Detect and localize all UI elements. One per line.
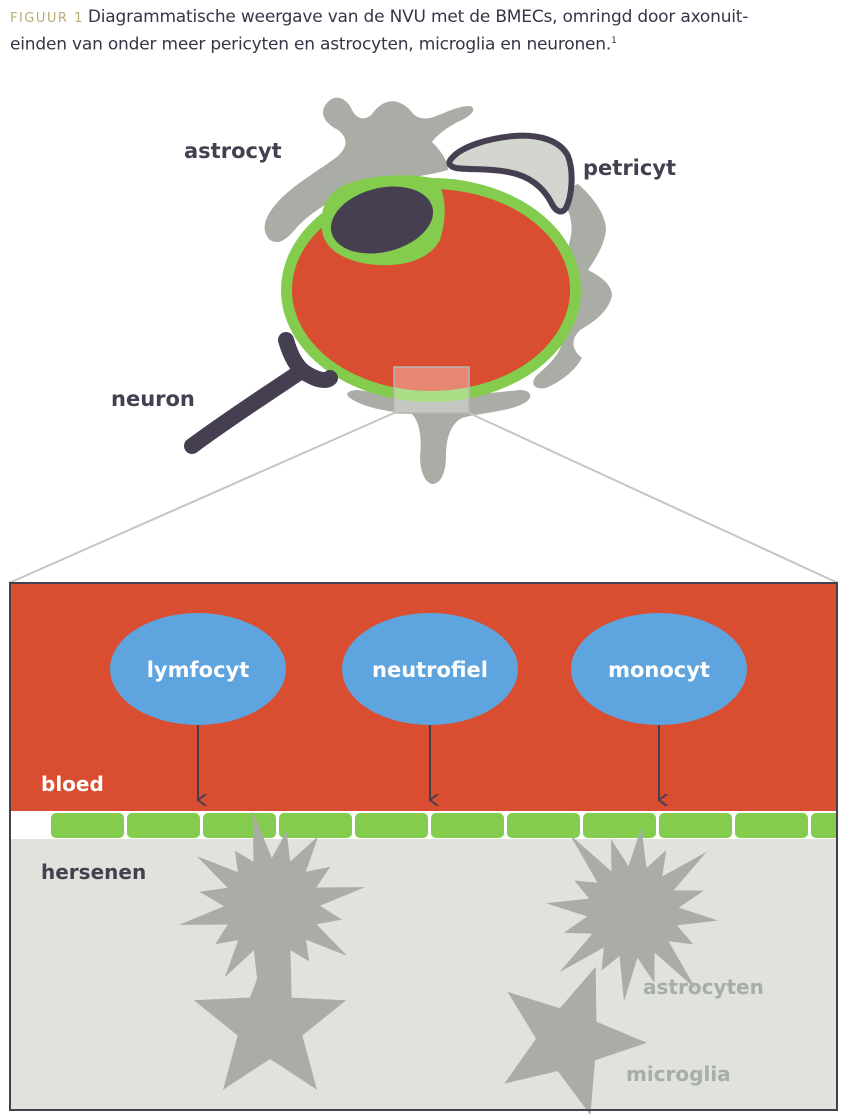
endothelial-cell <box>431 813 504 838</box>
label-astrocyten: astrocyten <box>643 975 764 999</box>
detail-panel: lymfocyt neutrofiel monocyt bloed hersen… <box>9 582 838 1115</box>
neuron-axon <box>184 332 338 454</box>
endothelial-cell <box>735 813 808 838</box>
caption-line-1: Diagrammatische weergave van de NVU met … <box>87 7 749 27</box>
nvu-schematic <box>184 97 612 484</box>
endothelial-nucleus <box>330 186 434 254</box>
endothelial-cell <box>507 813 580 838</box>
detail-panel-border <box>9 582 838 1111</box>
zoom-highlight-box <box>393 366 470 414</box>
brain-compartment <box>10 838 837 1110</box>
pericyte <box>446 132 575 215</box>
endothelial-cell <box>279 813 352 838</box>
cell-monocyt: monocyt <box>571 613 747 800</box>
endothelial-cell <box>51 813 124 838</box>
endothelial-cell <box>203 813 276 838</box>
caption-footnote: 1 <box>611 36 617 46</box>
label-neuron: neuron <box>111 387 195 411</box>
label-astrocyt: astrocyt <box>184 139 282 163</box>
label-petricyt: petricyt <box>583 156 676 180</box>
astrocyte-process-right <box>533 184 612 389</box>
astrocyte-process-bottom <box>347 390 531 484</box>
zoom-line-left <box>8 412 395 584</box>
microglia-star-left <box>193 945 347 1090</box>
neutrofiel-label: neutrofiel <box>372 658 488 682</box>
zoom-line-right <box>468 412 839 584</box>
microglia-star-right <box>504 966 647 1115</box>
endothelial-cell <box>583 813 656 838</box>
endothelial-cell <box>811 813 836 838</box>
cell-lymfocyt: lymfocyt <box>110 613 286 800</box>
monocyt-cell-shape <box>571 613 747 725</box>
cell-neutrofiel: neutrofiel <box>342 613 518 800</box>
endothelial-cell-row <box>51 813 836 838</box>
endothelial-cell <box>127 813 200 838</box>
lymfocyt-label: lymfocyt <box>147 658 250 682</box>
neutrofiel-cell-shape <box>342 613 518 725</box>
label-bloed: bloed <box>41 772 104 796</box>
lymfocyt-cell-shape <box>110 613 286 725</box>
monocyt-label: monocyt <box>608 658 710 682</box>
astrocyte-spiky-right <box>546 826 719 1002</box>
caption-line-2: einden van onder meer pericyten en astro… <box>10 34 612 55</box>
endothelial-cell <box>355 813 428 838</box>
endothelial-cell <box>659 813 732 838</box>
astrocyte-process-top <box>264 97 474 243</box>
caption-prefix: FIGUUR 1 <box>10 11 84 26</box>
label-hersenen: hersenen <box>41 860 146 884</box>
label-microglia: microglia <box>626 1062 731 1086</box>
astrocyte-spiky-left <box>178 811 366 1004</box>
